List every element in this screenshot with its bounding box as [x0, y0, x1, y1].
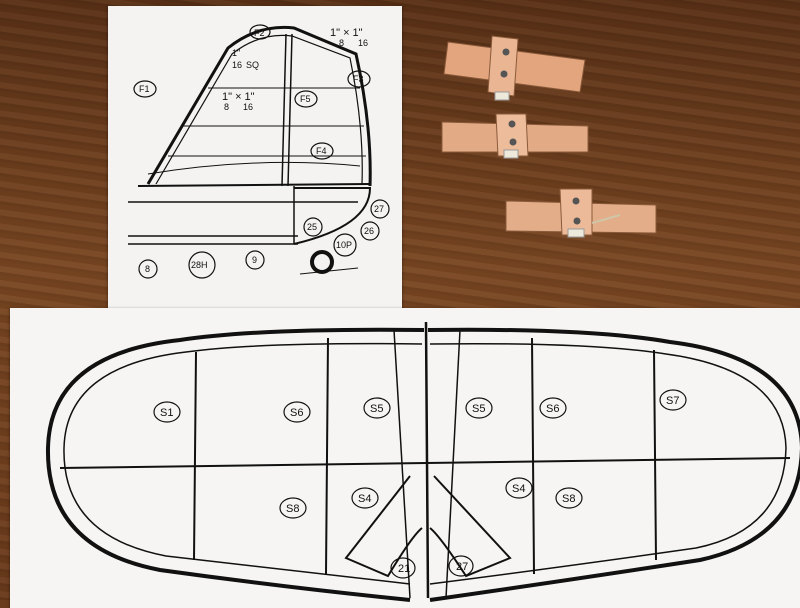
hinge-block-middle [436, 112, 594, 162]
svg-text:8: 8 [339, 38, 344, 48]
label-10p: 10P [336, 240, 352, 250]
label-s4-right: S4 [512, 483, 525, 495]
strip-size-label-mid: 1" × 1" 8 16 [222, 91, 255, 112]
label-s4-left: S4 [358, 493, 371, 505]
label-s6-left: S6 [290, 407, 303, 419]
label-s8-right: S8 [562, 493, 575, 505]
svg-text:1" × 1": 1" × 1" [330, 27, 363, 39]
svg-text:16: 16 [243, 102, 253, 112]
stabilizer-plan-sheet: S1 S6 S5 S5 S6 S7 S8 S8 S4 S4 21 27 [10, 308, 800, 608]
label-9: 9 [252, 255, 257, 265]
hinge-block-top-drawing [443, 35, 586, 101]
svg-text:16: 16 [358, 38, 368, 48]
hinge-block-bottom [500, 185, 660, 245]
label-f2: F2 [254, 28, 265, 38]
label-s5-right: S5 [472, 403, 485, 415]
svg-text:8: 8 [224, 102, 229, 112]
label-28h: 28H [191, 260, 208, 270]
label-25: 25 [307, 222, 317, 232]
strip-size-label-top: 1" × 1" 8 16 [330, 27, 368, 48]
hinge-block-bottom-drawing [505, 188, 657, 238]
fin-plan-sheet: F2 1" × 1" 8 16 1" 16 SQ F1 F3 1" × 1" 8… [108, 6, 402, 310]
svg-text:16: 16 [232, 60, 242, 70]
label-s1: S1 [160, 407, 173, 419]
label-26: 26 [364, 226, 374, 236]
label-f1: F1 [139, 84, 150, 94]
label-21: 21 [398, 563, 410, 575]
label-s6-right: S6 [546, 403, 559, 415]
svg-text:1": 1" [232, 48, 240, 58]
svg-text:SQ: SQ [246, 60, 259, 70]
label-27-stab: 27 [456, 561, 468, 573]
label-f5: F5 [300, 94, 311, 104]
hinge-block-middle-drawing [441, 113, 589, 159]
label-f4: F4 [316, 146, 327, 156]
label-27: 27 [374, 204, 384, 214]
svg-text:1" × 1": 1" × 1" [222, 91, 255, 103]
label-s8-left: S8 [286, 503, 299, 515]
hinge-block-top [440, 30, 590, 101]
fin-plan-drawing: F2 1" × 1" 8 16 1" 16 SQ F1 F3 1" × 1" 8… [128, 24, 390, 279]
stabilizer-plan-drawing: S1 S6 S5 S5 S6 S7 S8 S8 S4 S4 21 27 [45, 321, 800, 602]
label-s5-left: S5 [370, 403, 383, 415]
label-f3: F3 [353, 74, 364, 84]
label-8: 8 [145, 264, 150, 274]
label-s7: S7 [666, 395, 679, 407]
sq-size-label: 1" 16 SQ [232, 48, 259, 70]
